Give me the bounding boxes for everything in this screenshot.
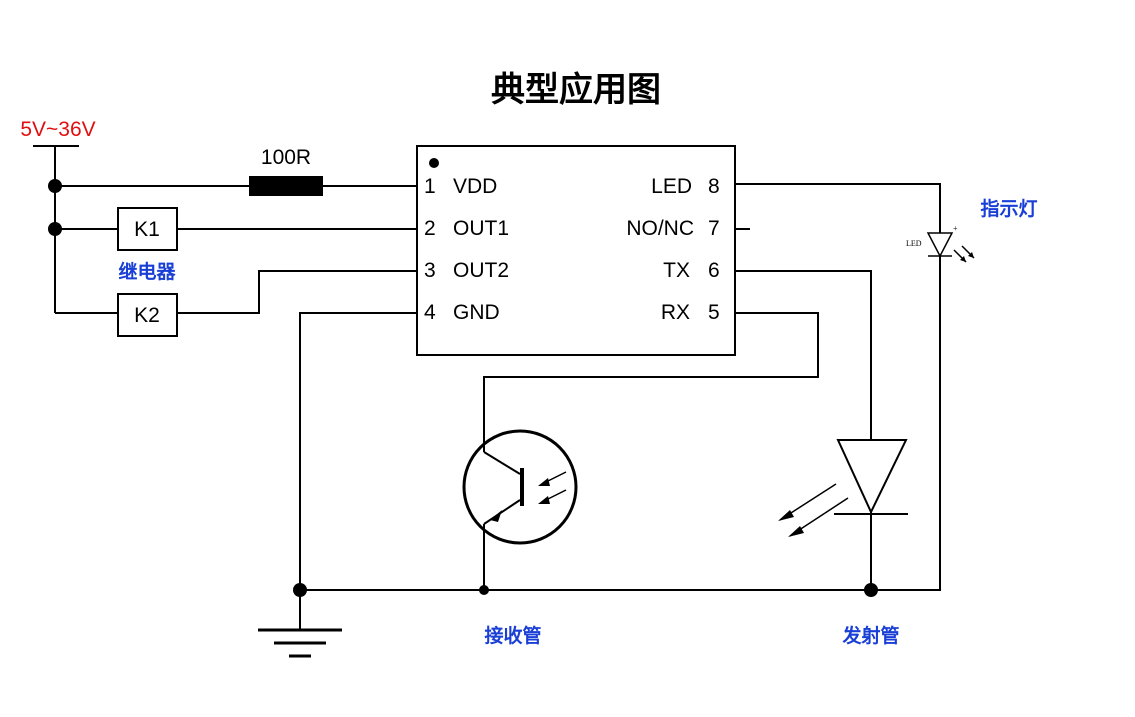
pin-4-name: GND: [453, 301, 500, 324]
indicator-label: 指示灯: [980, 198, 1037, 220]
ic-chip: [416, 145, 736, 356]
pin-2-name: OUT1: [453, 217, 509, 240]
pin-3-name: OUT2: [453, 259, 509, 282]
gnd-wire: [299, 312, 417, 630]
pin-7-number: 7: [708, 217, 720, 240]
pin-4-number: 4: [424, 301, 436, 324]
resistor-label: 100R: [261, 146, 311, 169]
junction-dot: [864, 583, 878, 597]
pin-7-name: NO/NC: [626, 217, 694, 240]
pin-5-number: 5: [708, 301, 720, 324]
relay-label: 继电器: [118, 260, 176, 283]
pin-8-name: LED: [651, 175, 692, 198]
emitter-diode-icon: [778, 439, 908, 537]
pin-8-number: 8: [708, 175, 720, 198]
pin-1-number: 1: [424, 175, 436, 198]
tx-wire: [735, 270, 872, 590]
junction-dot: [479, 585, 489, 595]
resistor: [249, 176, 323, 196]
junction-dot: [293, 583, 307, 597]
relay-k1: [117, 207, 178, 251]
receiver-label: 接收管: [484, 624, 541, 647]
diagram-title: 典型应用图: [491, 70, 661, 110]
pin-6-name: TX: [663, 259, 690, 282]
indicator-led-icon: +: [926, 224, 975, 263]
supply-voltage-label: 5V~36V: [20, 118, 95, 141]
svg-text:+: +: [953, 224, 958, 233]
relay-k1-label: K1: [134, 218, 160, 241]
pin-3-number: 3: [424, 259, 436, 282]
out2-wire: [177, 270, 417, 314]
emitter-label: 发射管: [841, 624, 899, 647]
pin1-marker: [429, 158, 439, 168]
receiver-phototransistor-icon: [462, 429, 578, 590]
led-ground-loop-wire: [300, 183, 941, 591]
relay-k2: [117, 293, 178, 337]
indicator-led-text: LED: [906, 239, 922, 248]
pin-2-number: 2: [424, 217, 436, 240]
pin-6-number: 6: [708, 259, 720, 282]
pin-5-name: RX: [661, 301, 690, 324]
relay-k2-label: K2: [134, 304, 160, 327]
ground-icon: [258, 628, 342, 658]
pin-1-name: VDD: [453, 175, 497, 198]
rx-wire: [483, 312, 819, 440]
